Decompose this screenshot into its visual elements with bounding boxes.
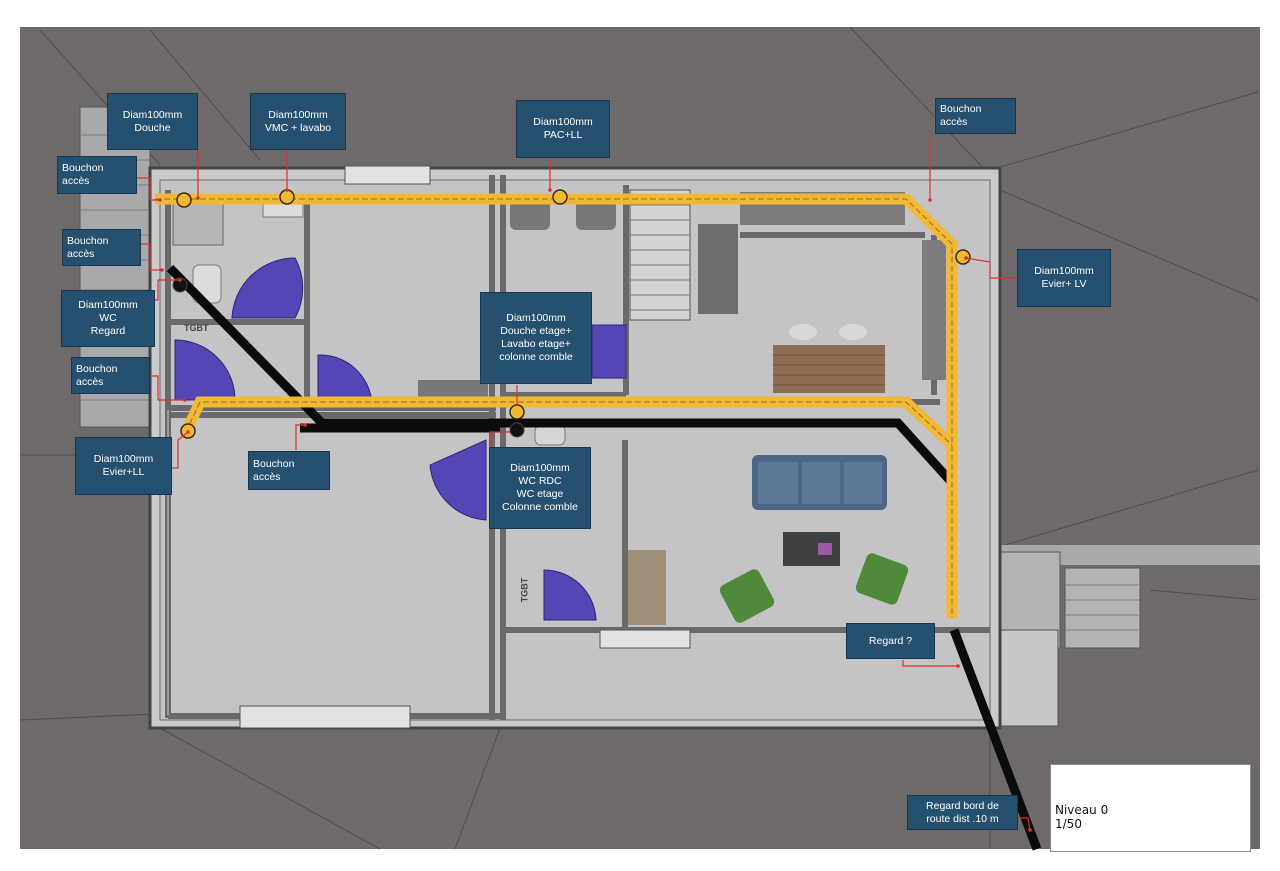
desk (628, 550, 666, 625)
label-line: WC etage (516, 488, 564, 500)
staircase (629, 189, 691, 321)
panel-tag: TGBT (519, 577, 530, 603)
label-line: WC (99, 312, 117, 324)
label-line: accès (940, 116, 968, 128)
kitchen-counter (698, 224, 738, 314)
black-pipe-route (166, 264, 1042, 851)
label-bouchon-2: Bouchon accès (62, 229, 141, 266)
label-line: Douche (134, 121, 171, 134)
label-line: accès (67, 247, 95, 260)
label-line: Colonne comble (502, 501, 578, 513)
label-line: Lavabo etage+ (501, 338, 571, 350)
label-line: VMC + lavabo (264, 121, 332, 134)
label-line: Bouchon (62, 162, 104, 174)
label-line: Regard (90, 325, 126, 337)
label-line: accès (76, 375, 104, 388)
label-line: Bouchon (76, 362, 118, 375)
label-line: Douche etage+ (500, 325, 572, 337)
label-line: Diam100mm (533, 116, 593, 128)
windows (239, 165, 691, 729)
label-line: Regard bord de (926, 799, 999, 812)
label-douche: Diam100mm Douche (107, 93, 198, 150)
label-line: Bouchon (940, 103, 982, 115)
dining-table (773, 345, 885, 393)
label-line: WC RDC (518, 475, 562, 487)
annotation-leaders (137, 135, 1031, 831)
terrain-lines (19, 26, 1259, 850)
label-line: Bouchon (67, 234, 109, 247)
label-line: accès (62, 175, 90, 187)
armchair (719, 569, 775, 623)
label-vmc-lavabo: Diam100mm VMC + lavabo (250, 93, 346, 150)
label-wc-regard: Diam100mm WC Regard (61, 290, 155, 347)
label-line: PAC+LL (543, 129, 583, 141)
label-line: Regard ? (868, 634, 913, 647)
right-stairs (1065, 584, 1140, 631)
label-bouchon-3: Bouchon accès (71, 357, 150, 394)
label-line: Diam100mm (78, 299, 138, 311)
label-line: Diam100mm (1034, 265, 1094, 277)
level-name: Niveau 0 (1055, 803, 1109, 817)
label-pac-ll: Diam100mm PAC+LL (516, 100, 610, 158)
label-line: accès (253, 470, 281, 483)
label-bouchon-1: Bouchon accès (57, 156, 137, 194)
annotation-arrowheads (158, 188, 1032, 832)
armchair (855, 553, 909, 605)
label-line: Diam100mm (268, 108, 328, 121)
label-line: route dist .10 m (926, 812, 999, 825)
panel-tag: TGBT (184, 323, 209, 333)
label-regard-question: Regard ? (846, 623, 935, 659)
label-line: Diam100mm (122, 108, 183, 121)
label-evier-lv: Diam100mm Evier+ LV (1017, 249, 1111, 307)
label-evier-ll: Diam100mm Evier+LL (75, 437, 172, 495)
label-line: Bouchon (253, 457, 295, 470)
label-douche-etage: Diam100mm Douche etage+ Lavabo etage+ co… (480, 292, 592, 384)
label-line: Evier+LL (102, 466, 145, 478)
label-line: Evier+ LV (1041, 278, 1087, 290)
scale: 1/50 (1055, 817, 1082, 831)
label-line: Diam100mm (510, 462, 570, 474)
label-bouchon-top-right: Bouchon accès (935, 98, 1016, 134)
label-regard-route: Regard bord de route dist .10 m (907, 795, 1018, 830)
label-line: Diam100mm (506, 312, 566, 324)
doors (174, 257, 627, 621)
level-legend: Niveau 0 1/50 (1050, 764, 1251, 852)
label-line: colonne comble (499, 351, 573, 363)
label-line: Diam100mm (93, 453, 154, 465)
label-bouchon-center: Bouchon accès (248, 451, 330, 490)
label-wc-rdc: Diam100mm WC RDC WC etage Colonne comble (489, 447, 591, 529)
